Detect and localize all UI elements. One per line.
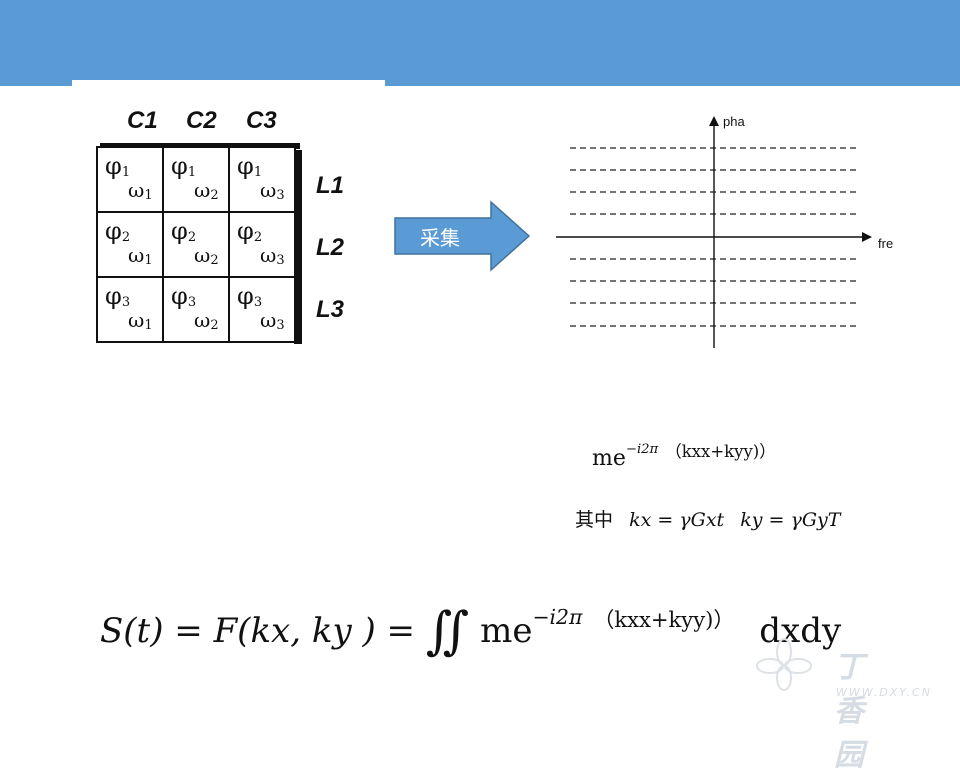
- where-label: 其中: [575, 509, 614, 531]
- grid-shadow-right: [294, 150, 302, 344]
- frequency-symbol: ω1: [128, 243, 153, 268]
- signal-exp-base: me: [480, 611, 533, 651]
- frequency-symbol: ω2: [194, 308, 219, 333]
- acquire-arrow-icon: [394, 200, 531, 272]
- flower-logo-icon: [756, 638, 812, 691]
- column-label-c2: C2: [186, 107, 217, 134]
- frequency-axis-arrowhead: [862, 232, 872, 242]
- header-notch: [72, 80, 385, 90]
- signal-lhs: S(t) = F(kx, ky ) =: [100, 611, 416, 651]
- watermark-text-cn: 丁香园: [834, 650, 864, 773]
- kx-definition: kx = γGxt: [629, 509, 725, 531]
- column-label-c1: C1: [127, 107, 158, 134]
- phase-symbol: φ1: [105, 152, 131, 180]
- exp-base: me: [592, 446, 626, 471]
- watermark-text-en: WWW.DXY.CN: [836, 686, 932, 699]
- frequency-symbol: ω1: [128, 308, 153, 333]
- header-bar: [0, 0, 960, 86]
- row-label-l2: L2: [316, 234, 345, 261]
- exponential-expression: me−i2π （kxx+kyy)）: [592, 442, 776, 471]
- axis-label-fre: fre: [878, 236, 894, 251]
- signal-exp-power: −i2π: [532, 604, 583, 629]
- frequency-symbol: ω3: [260, 243, 285, 268]
- frequency-symbol: ω2: [194, 178, 219, 203]
- arrow-label: 采集: [420, 226, 460, 250]
- phase-symbol: φ2: [171, 217, 197, 245]
- column-label-c3: C3: [246, 107, 277, 134]
- frequency-symbol: ω3: [260, 308, 285, 333]
- frequency-symbol: ω3: [260, 178, 285, 203]
- phase-frequency-plot: [556, 116, 872, 348]
- frequency-symbol: ω1: [128, 178, 153, 203]
- phase-symbol: φ2: [105, 217, 131, 245]
- phase-symbol: φ2: [237, 217, 263, 245]
- where-definitions: 其中 kx = γGxt ky = γGyT: [575, 505, 840, 532]
- signal-differentials: dxdy: [759, 611, 842, 651]
- row-label-l3: L3: [316, 296, 345, 323]
- exp-power: −i2π: [625, 442, 659, 458]
- signal-equation: S(t) = F(kx, ky ) = ∬ me−i2π （kxx+kyy)） …: [100, 596, 842, 661]
- frequency-symbol: ω2: [194, 243, 219, 268]
- phase-axis-arrowhead: [709, 116, 719, 126]
- row-label-l1: L1: [316, 172, 345, 199]
- axis-label-pha: pha: [723, 114, 745, 129]
- phase-symbol: φ1: [171, 152, 197, 180]
- ky-definition: ky = γGyT: [740, 509, 841, 531]
- exp-args: （kxx+kyy)）: [665, 441, 776, 461]
- phase-symbol: φ3: [171, 282, 197, 310]
- phase-symbol: φ1: [237, 152, 263, 180]
- grid-shadow-top: [100, 143, 300, 149]
- signal-exp-args: （kxx+kyy)）: [593, 607, 735, 633]
- phase-symbol: φ3: [237, 282, 263, 310]
- phase-symbol: φ3: [105, 282, 131, 310]
- double-integral: ∬: [425, 602, 470, 662]
